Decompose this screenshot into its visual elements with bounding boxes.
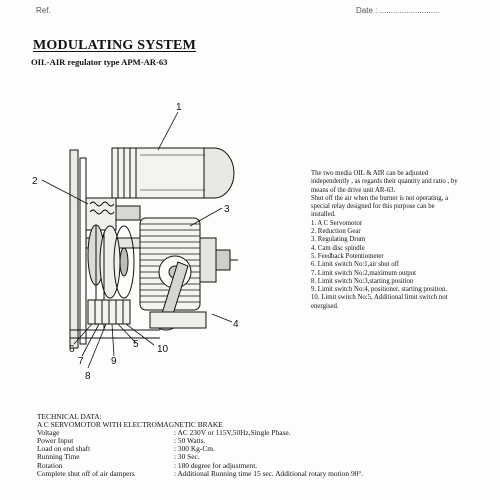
callout-4: 4: [233, 319, 239, 330]
spec-label: Running Time: [37, 452, 80, 462]
spec-row: Load on end shaft : 300 Kg-Cm.: [37, 445, 487, 453]
spec-label: Voltage: [37, 428, 60, 438]
callout-1: 1: [176, 102, 182, 113]
spec-value: : 300 Kg-Cm.: [174, 444, 215, 454]
ref-label: Ref.: [36, 6, 51, 15]
spec-row: Voltage : AC 230V or 115V,50Hz,Single Ph…: [37, 429, 487, 437]
callout-6: 6: [69, 344, 75, 355]
spec-value: : 180 degree for adjustment.: [174, 460, 258, 470]
spec-label: Power Input: [37, 436, 74, 446]
technical-heading: TECHNICAL DATA:: [37, 412, 102, 421]
parts-list-item: 6. Limit switch No:1,air shut off: [311, 261, 400, 269]
callout-3: 3: [224, 204, 230, 215]
frame-plate-inner: [79, 157, 87, 345]
parts-list-item: 1. A C Servomotor: [311, 219, 362, 227]
parts-list-item: 2. Reduction Gear: [311, 228, 361, 236]
spec-row: Power Input : 50 Watts.: [37, 437, 487, 445]
callout-5: 5: [133, 339, 139, 350]
frame-plate-left: [69, 149, 79, 349]
spec-row: Running Time : 30 Sec.: [37, 453, 487, 461]
page-title: MODULATING SYSTEM: [33, 38, 196, 53]
spec-value: : Additional Running time 15 sec. Additi…: [174, 468, 364, 478]
page-header: Ref. Date : ...........................: [0, 6, 500, 18]
parts-list-item: 4. Cam disc spindle: [311, 244, 365, 252]
page-subtitle: OIL-AIR regulator type APM-AR-63: [31, 57, 168, 67]
spec-value: : 30 Sec.: [174, 452, 200, 462]
callout-10: 10: [157, 344, 169, 355]
callout-9: 9: [111, 356, 117, 367]
description-block: The two media OIL & AIR can be adjusted …: [311, 170, 461, 311]
technical-data: TECHNICAL DATA: A C SERVOMOTOR WITH ELEC…: [37, 412, 487, 478]
callout-7: 7: [78, 356, 84, 367]
callout-2: 2: [32, 176, 38, 187]
spec-row: Rotation : 180 degree for adjustment.: [37, 460, 487, 470]
spec-row: Complete shut off of air dampers : Addit…: [37, 468, 487, 478]
parts-list-item: 3. Regulating Drum: [311, 236, 366, 244]
spec-value: : AC 230V or 115V,50Hz,Single Phase.: [174, 428, 291, 438]
parts-list-item: 9. Limit switch No:4, positioner, starti…: [311, 286, 448, 294]
parts-list-item: 8. Limit switch No:3,starting position: [311, 277, 414, 285]
callout-8: 8: [85, 371, 91, 382]
servomotor-body: [111, 147, 211, 199]
reduction-gear-spring: [89, 201, 115, 207]
parts-list-item: 10. Limit switch No:5, Additional limit …: [311, 294, 448, 310]
parts-list: 1. A C Servomotor 2. Reduction Gear 3. R…: [311, 220, 461, 311]
technical-subheading: A C SERVOMOTOR WITH ELECTROMAGNETIC BRAK…: [37, 420, 223, 430]
spec-label: Complete shut off of air dampers: [37, 468, 135, 478]
cam-disc-c: [113, 225, 135, 299]
servomotor-cap: [203, 147, 235, 199]
spindle-housing: [199, 237, 217, 283]
parts-list-item: 7. Limit switch No:2,maximum output: [311, 269, 416, 277]
date-label: Date : ...........................: [356, 6, 440, 15]
spec-value: : 50 Watts.: [174, 436, 206, 446]
description-shutoff: Shut off the air when the burner is not …: [311, 194, 449, 219]
description-intro: The two media OIL & AIR can be adjusted …: [311, 170, 458, 194]
spec-label: Load on end shaft: [37, 444, 91, 454]
parts-list-item: 5. Feedback Potentiometer: [311, 252, 384, 260]
spec-label: Rotation: [37, 460, 63, 470]
